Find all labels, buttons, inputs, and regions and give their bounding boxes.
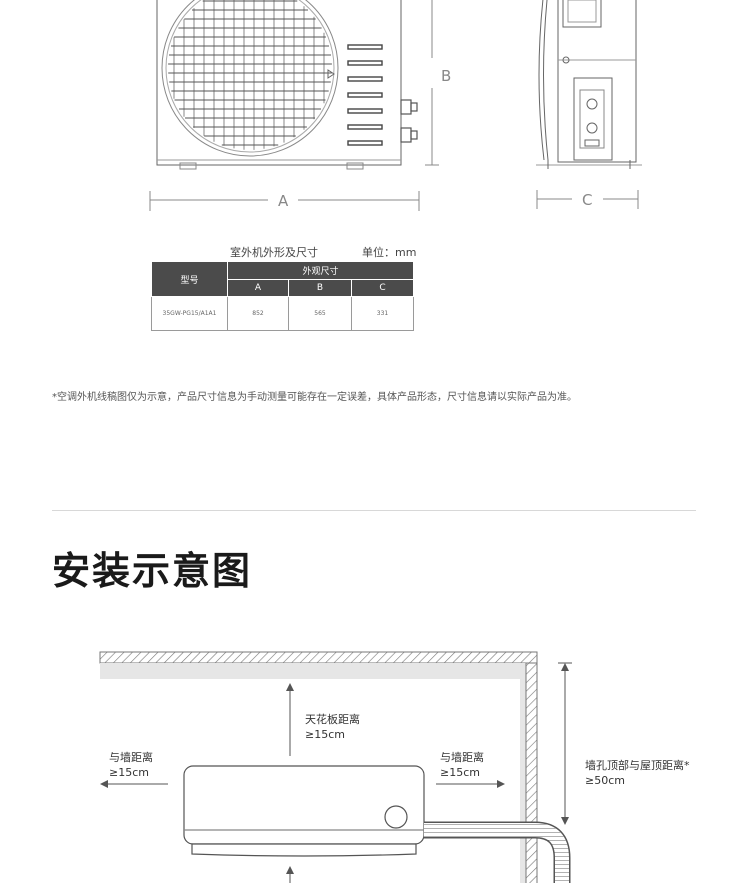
column-b-header: B: [288, 279, 352, 297]
right-wall-distance-label: 与墙距离 ≥15cm: [440, 751, 484, 779]
table-row: 35GW-PG15/A1A1 852 565 331: [151, 296, 415, 331]
bottom-clearance-arrow: [286, 866, 294, 883]
model-cell: 35GW-PG15/A1A1: [151, 296, 228, 331]
outdoor-unit-side-view: [536, 0, 642, 169]
ceiling: [99, 651, 538, 679]
ceiling-clearance-arrow: [286, 683, 294, 756]
b-cell: 565: [288, 296, 352, 331]
left-clearance-arrow: [100, 780, 168, 788]
indoor-ac-unit: [183, 765, 425, 857]
section-divider: [52, 510, 696, 511]
outdoor-unit-drawings: B A C: [149, 0, 642, 211]
right-clearance-arrow: [436, 780, 505, 788]
column-a-header: A: [227, 279, 289, 297]
dimension-table: 型号 外观尺寸 A B C 35GW-PG15/A1A1 852 565 331: [151, 261, 415, 331]
installation-diagram: [99, 651, 572, 883]
pipe-valves: [400, 99, 418, 143]
wall: [520, 662, 538, 883]
outdoor-unit-front-view: [156, 0, 402, 170]
hole-clearance-arrow: [558, 662, 572, 825]
ceiling-distance-label: 天花板距离 ≥15cm: [305, 713, 360, 741]
a-cell: 852: [227, 296, 289, 331]
dimension-b-line: [425, 0, 439, 166]
left-wall-distance-label: 与墙距离 ≥15cm: [109, 751, 153, 779]
dimension-b-label: B: [441, 67, 451, 85]
model-header: 型号: [151, 261, 228, 297]
arrow-icon: [327, 69, 335, 79]
unit-label: 单位：mm: [362, 246, 417, 259]
dimensions-header: 外观尺寸: [226, 261, 415, 280]
dimension-c-line: [536, 190, 639, 209]
refrigerant-pipe: [424, 821, 571, 883]
hole-distance-label: 墙孔顶部与屋顶距离* ≥50cm: [585, 759, 690, 787]
dimension-a-label: A: [278, 192, 289, 210]
fan-grille-icon: [168, 0, 332, 150]
column-c-header: C: [350, 279, 415, 297]
section-title: 安装示意图: [52, 549, 253, 593]
vent-slats: [347, 44, 383, 146]
dimension-a-line: [149, 191, 420, 211]
table-caption: 室外机外形及尺寸: [230, 246, 318, 259]
disclaimer-footnote: *空调外机线稿图仅为示意，产品尺寸信息为手动测量可能存在一定误差，具体产品形态，…: [52, 392, 577, 403]
dimension-c-label: C: [582, 191, 592, 209]
display-icon: [384, 805, 408, 829]
c-cell: 331: [350, 296, 415, 331]
